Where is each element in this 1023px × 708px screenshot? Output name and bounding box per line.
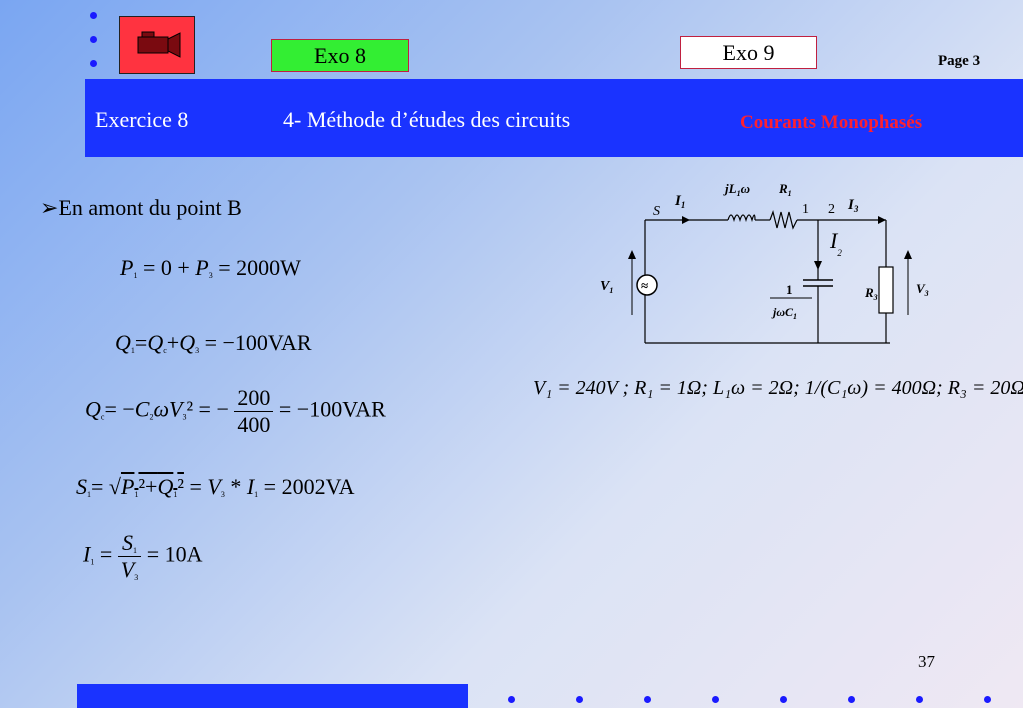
equation-s1: S1= √P1²+Q1² = V3 * I1 = 2002VA: [76, 474, 355, 499]
label-i2: I: [829, 228, 839, 253]
decor-dot: [576, 696, 583, 703]
bullet-text: ➢En amont du point B: [40, 195, 242, 220]
exo8-button[interactable]: Exo 8: [271, 39, 409, 72]
label-node1: 1: [802, 202, 809, 217]
label-r3: R: [864, 285, 874, 300]
equation-q1: Q1=Qc+Q3 = −100VAR: [115, 330, 312, 355]
label-v3: V: [916, 281, 926, 296]
video-camera-icon[interactable]: [119, 16, 195, 74]
label-i3: I: [847, 197, 855, 213]
page-label: Page 3: [938, 53, 981, 69]
decor-dot: [90, 12, 97, 19]
svg-text:R3: R3: [864, 285, 878, 302]
decor-dot: [90, 60, 97, 67]
label-cap-num: 1: [786, 282, 793, 297]
course-title: Courants Monophasés: [740, 112, 923, 133]
label-i1: I: [674, 193, 682, 209]
svg-text:V3: V3: [916, 281, 929, 298]
svg-text:≈: ≈: [641, 278, 648, 293]
equation-p1: P1 = 0 + P3 = 2000W: [120, 255, 301, 280]
circuit-diagram: ≈ S I1 jL1ω R1 1 2 I3 I2 V1 1 jωC1 R3 V3: [600, 181, 929, 344]
svg-text:V1: V1: [600, 279, 613, 295]
method-title: 4- Méthode d’études des circuits: [283, 107, 571, 132]
label-cap-den: jωC: [771, 305, 794, 319]
footer-bar: [77, 684, 468, 708]
decor-dot: [848, 696, 855, 703]
decor-dot: [508, 696, 515, 703]
label-jlw: jL: [723, 181, 737, 196]
svg-text:jωC1: jωC1: [771, 305, 797, 321]
decor-dot: [984, 696, 991, 703]
arrow-bullet-icon: ➢: [40, 195, 59, 220]
label-v1: V: [600, 279, 611, 294]
decor-dot: [90, 36, 97, 43]
decor-dot: [916, 696, 923, 703]
exercise-title: Exercice 8: [95, 107, 189, 132]
header-bar: [85, 79, 1023, 157]
circuit-values: V₁ = 240V ; R₁ = 1Ω; L₁ω = 2Ω; 1/(C₁ω) =…: [533, 377, 1023, 399]
label-r1: R: [778, 181, 788, 196]
svg-text:R1: R1: [778, 181, 792, 198]
svg-text:I2: I2: [829, 228, 842, 258]
decor-dot: [644, 696, 651, 703]
svg-text:I1: I1: [674, 193, 685, 210]
decor-dot: [780, 696, 787, 703]
label-s: S: [653, 204, 660, 219]
svg-text:I3: I3: [847, 197, 859, 214]
exo9-button[interactable]: Exo 9: [680, 36, 817, 69]
label-node2: 2: [828, 202, 835, 217]
svg-text:jL1ω: jL1ω: [723, 181, 750, 198]
slide-number: 37: [918, 652, 935, 671]
decor-dot: [712, 696, 719, 703]
